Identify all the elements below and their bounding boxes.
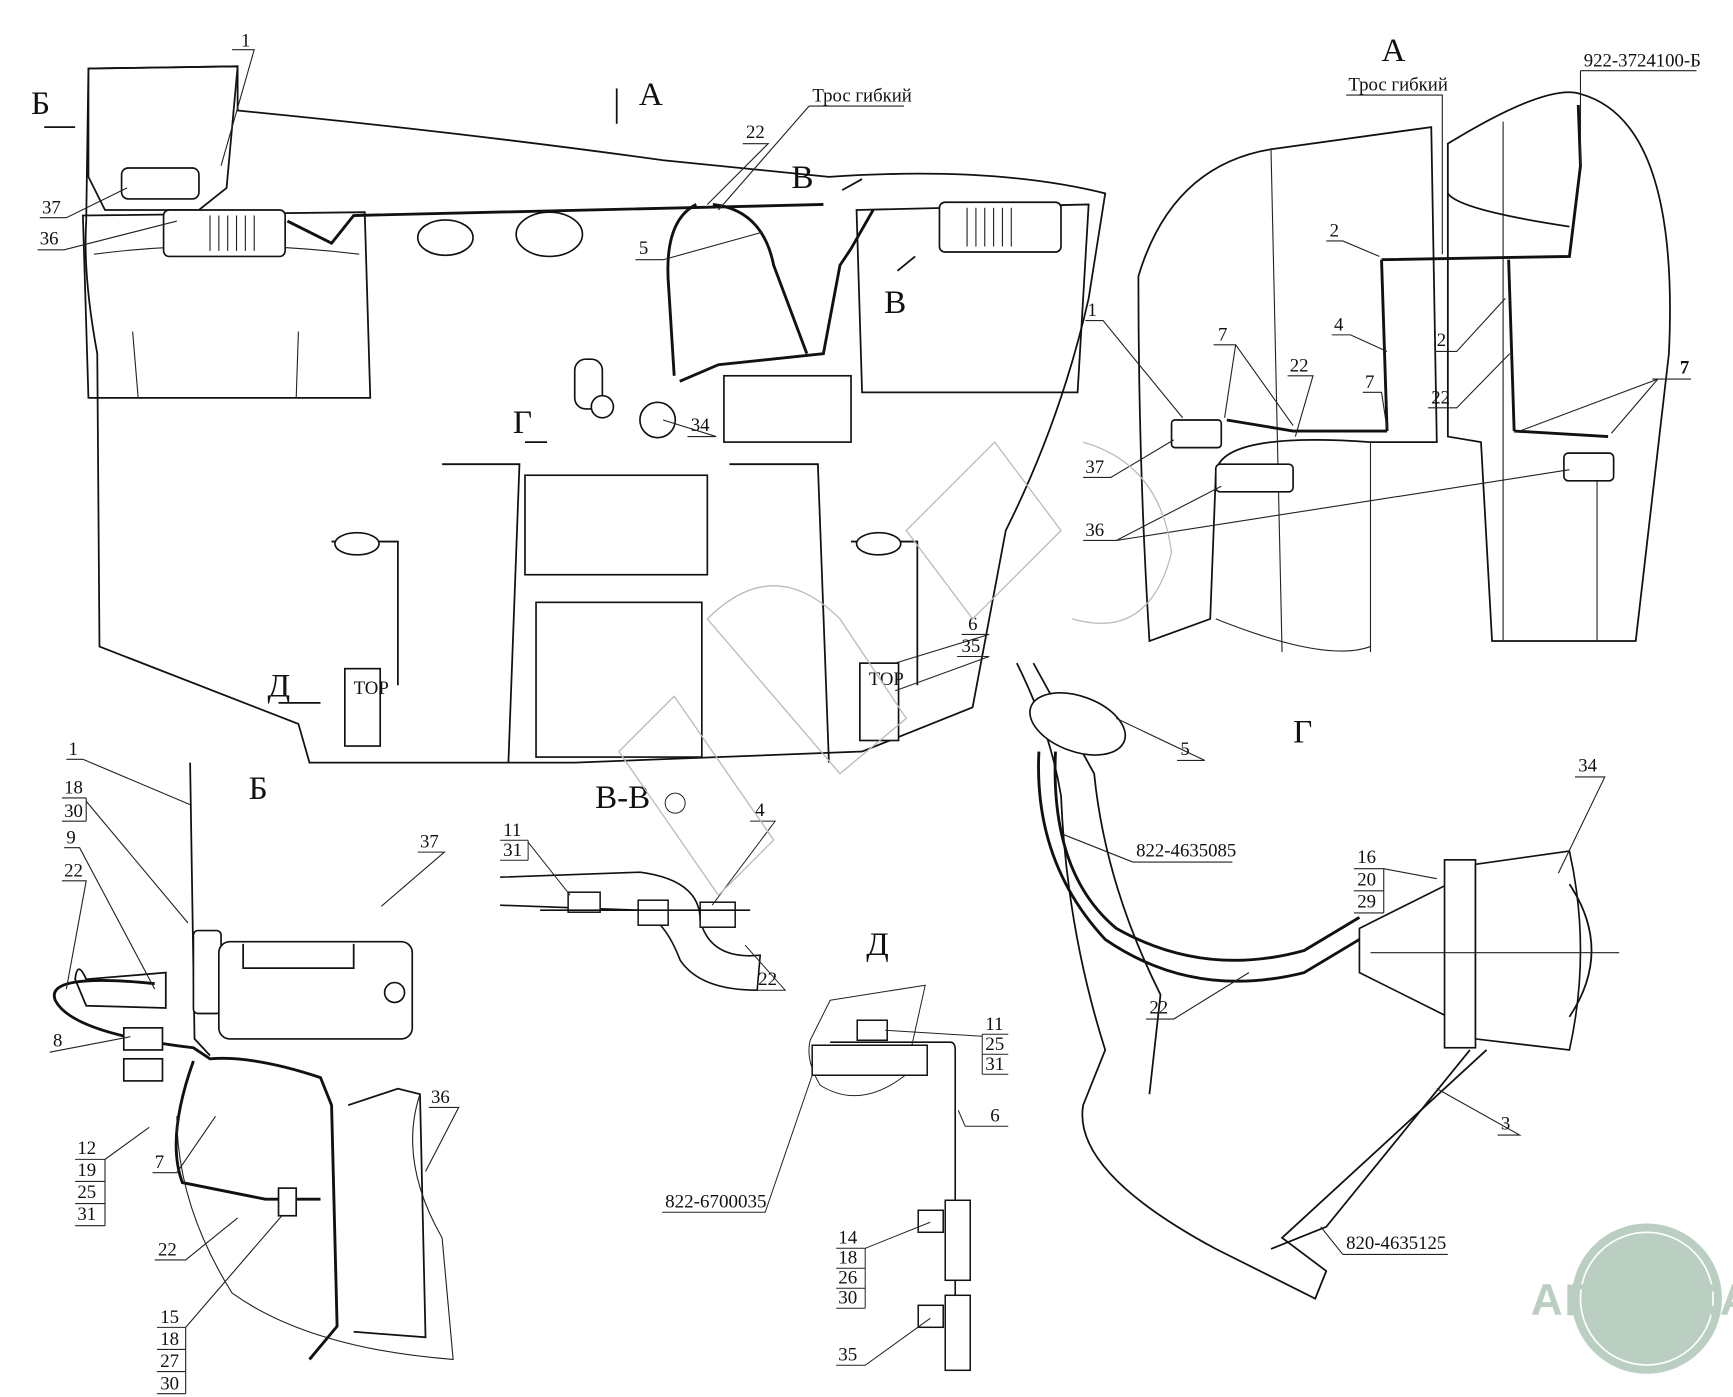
section-mark-v-top: В <box>791 159 813 196</box>
view-g-labels: Г 5 34 822-4635085 16 20 29 22 3 820-463… <box>1063 714 1606 1255</box>
view-b-callout-36: 36 <box>431 1087 450 1108</box>
view-a-callout-37: 37 <box>1085 457 1104 478</box>
view-g-stack-2: 29 <box>1357 891 1376 912</box>
view-g-callout-5: 5 <box>1180 739 1189 760</box>
view-b-stack-bottom-3: 30 <box>160 1373 179 1394</box>
view-g-stack-1: 20 <box>1357 869 1376 890</box>
section-mark-d: Д <box>267 667 290 704</box>
view-a-callout-36: 36 <box>1085 520 1104 541</box>
view-vv-labels: В-В 11 31 4 22 <box>500 780 787 991</box>
view-g-part-number-hose: 822-4635085 <box>1136 841 1236 862</box>
view-b-stack-left-3: 31 <box>77 1204 96 1225</box>
view-d-stack-top-2: 31 <box>985 1054 1004 1075</box>
view-d-callout-6: 6 <box>990 1105 1000 1126</box>
view-g-part-number-bracket: 820-4635125 <box>1346 1233 1446 1254</box>
callout-6: 6 <box>968 614 977 635</box>
view-vv-stack-1: 31 <box>503 840 522 861</box>
view-b-callout-1: 1 <box>69 739 78 760</box>
view-b-stack-left-1: 19 <box>77 1160 96 1181</box>
diagonal-watermark <box>618 441 1173 897</box>
view-b-callout-22a: 22 <box>64 860 83 881</box>
logo-text: АГРОНКА <box>1531 1276 1733 1325</box>
view-b-labels: Б 1 18 30 9 22 37 8 36 12 19 25 31 7 22 … <box>49 739 460 1394</box>
view-a-callout-4: 4 <box>1334 314 1344 335</box>
section-mark-g: Г <box>513 404 532 441</box>
view-a-callout-7a: 7 <box>1218 324 1227 345</box>
view-a-labels: А Трос гибкий 922-3724100-Б 2 2 4 1 7 22… <box>1083 32 1701 541</box>
view-vv <box>500 871 762 992</box>
view-d-stack-top-1: 25 <box>985 1034 1004 1055</box>
view-d-stack-mid-3: 30 <box>838 1287 857 1308</box>
view-d-title: Д <box>866 927 889 963</box>
cable-label: Трос гибкий <box>812 86 912 107</box>
view-a-callout-2a: 2 <box>1330 221 1339 242</box>
view-d-callout-35: 35 <box>838 1344 857 1365</box>
view-a-callout-22a: 22 <box>1290 355 1309 376</box>
view-a-callout-2b: 2 <box>1437 330 1446 351</box>
view-b-callout-37: 37 <box>420 832 439 853</box>
view-g <box>1016 662 1620 1300</box>
agronka-logo: АГРОНКА <box>1531 1223 1733 1374</box>
view-b-stack-top-0: 18 <box>64 778 83 799</box>
view-a <box>1137 91 1671 653</box>
callout-22: 22 <box>746 122 765 143</box>
view-a-title: А <box>1382 32 1406 69</box>
view-a-callout-1: 1 <box>1088 300 1097 321</box>
view-label-a: А <box>639 76 663 113</box>
view-b-callout-9: 9 <box>66 827 75 848</box>
view-a-callout-7c: 7 <box>1680 358 1689 379</box>
callout-35: 35 <box>962 636 981 657</box>
view-g-title: Г <box>1293 714 1312 751</box>
main-view-labels: 1 Б А Трос гибкий 22 В 37 36 5 В Г 34 Д … <box>31 30 990 704</box>
tag-text-left: TOP <box>354 678 389 699</box>
view-d-stack-mid-2: 26 <box>838 1267 857 1288</box>
view-g-callout-3: 3 <box>1501 1114 1510 1135</box>
view-b-stack-bottom-2: 27 <box>160 1351 179 1372</box>
callout-5: 5 <box>639 238 648 259</box>
view-d <box>808 984 971 1372</box>
view-vv-stack-0: 11 <box>503 820 521 841</box>
callout-34: 34 <box>691 415 710 436</box>
view-d-stack-mid-0: 14 <box>838 1227 858 1248</box>
view-vv-callout-22: 22 <box>758 969 777 990</box>
view-b-stack-left-0: 12 <box>77 1138 96 1159</box>
view-b-callout-7: 7 <box>155 1152 164 1173</box>
view-b-stack-bottom-1: 18 <box>160 1329 179 1350</box>
view-g-callout-22: 22 <box>1149 997 1168 1018</box>
callout-1: 1 <box>241 30 250 51</box>
main-view: TOP TOP <box>81 65 1107 764</box>
view-a-part-number: 922-3724100-Б <box>1584 50 1701 71</box>
view-b-title: Б <box>249 770 268 807</box>
view-d-stack-top-0: 11 <box>985 1014 1003 1035</box>
callout-37: 37 <box>42 197 61 218</box>
view-a-callout-22b: 22 <box>1431 387 1450 408</box>
view-g-callout-34: 34 <box>1578 755 1597 776</box>
view-g-stack-0: 16 <box>1357 847 1376 868</box>
view-a-cable-label: Трос гибкий <box>1348 75 1448 96</box>
view-d-stack-mid-1: 18 <box>838 1247 857 1268</box>
section-mark-b: Б <box>31 85 50 122</box>
view-vv-callout-4: 4 <box>755 800 765 821</box>
view-b-stack-bottom-0: 15 <box>160 1307 179 1328</box>
view-a-callout-7b: 7 <box>1365 372 1374 393</box>
view-b-callout-22b: 22 <box>158 1240 177 1261</box>
view-b-callout-8: 8 <box>53 1031 62 1052</box>
view-d-part-number: 822-6700035 <box>665 1191 766 1212</box>
view-vv-title: В-В <box>595 780 650 816</box>
view-d-labels: Д 11 25 31 6 822-6700035 14 18 26 30 35 <box>662 927 1009 1366</box>
view-b-stack-top-1: 30 <box>64 801 83 822</box>
tag-text-right: TOP <box>869 669 904 690</box>
view-b <box>52 762 454 1361</box>
view-b-stack-left-2: 25 <box>77 1182 96 1203</box>
callout-36: 36 <box>40 228 59 249</box>
section-mark-v-bottom: В <box>884 284 906 321</box>
